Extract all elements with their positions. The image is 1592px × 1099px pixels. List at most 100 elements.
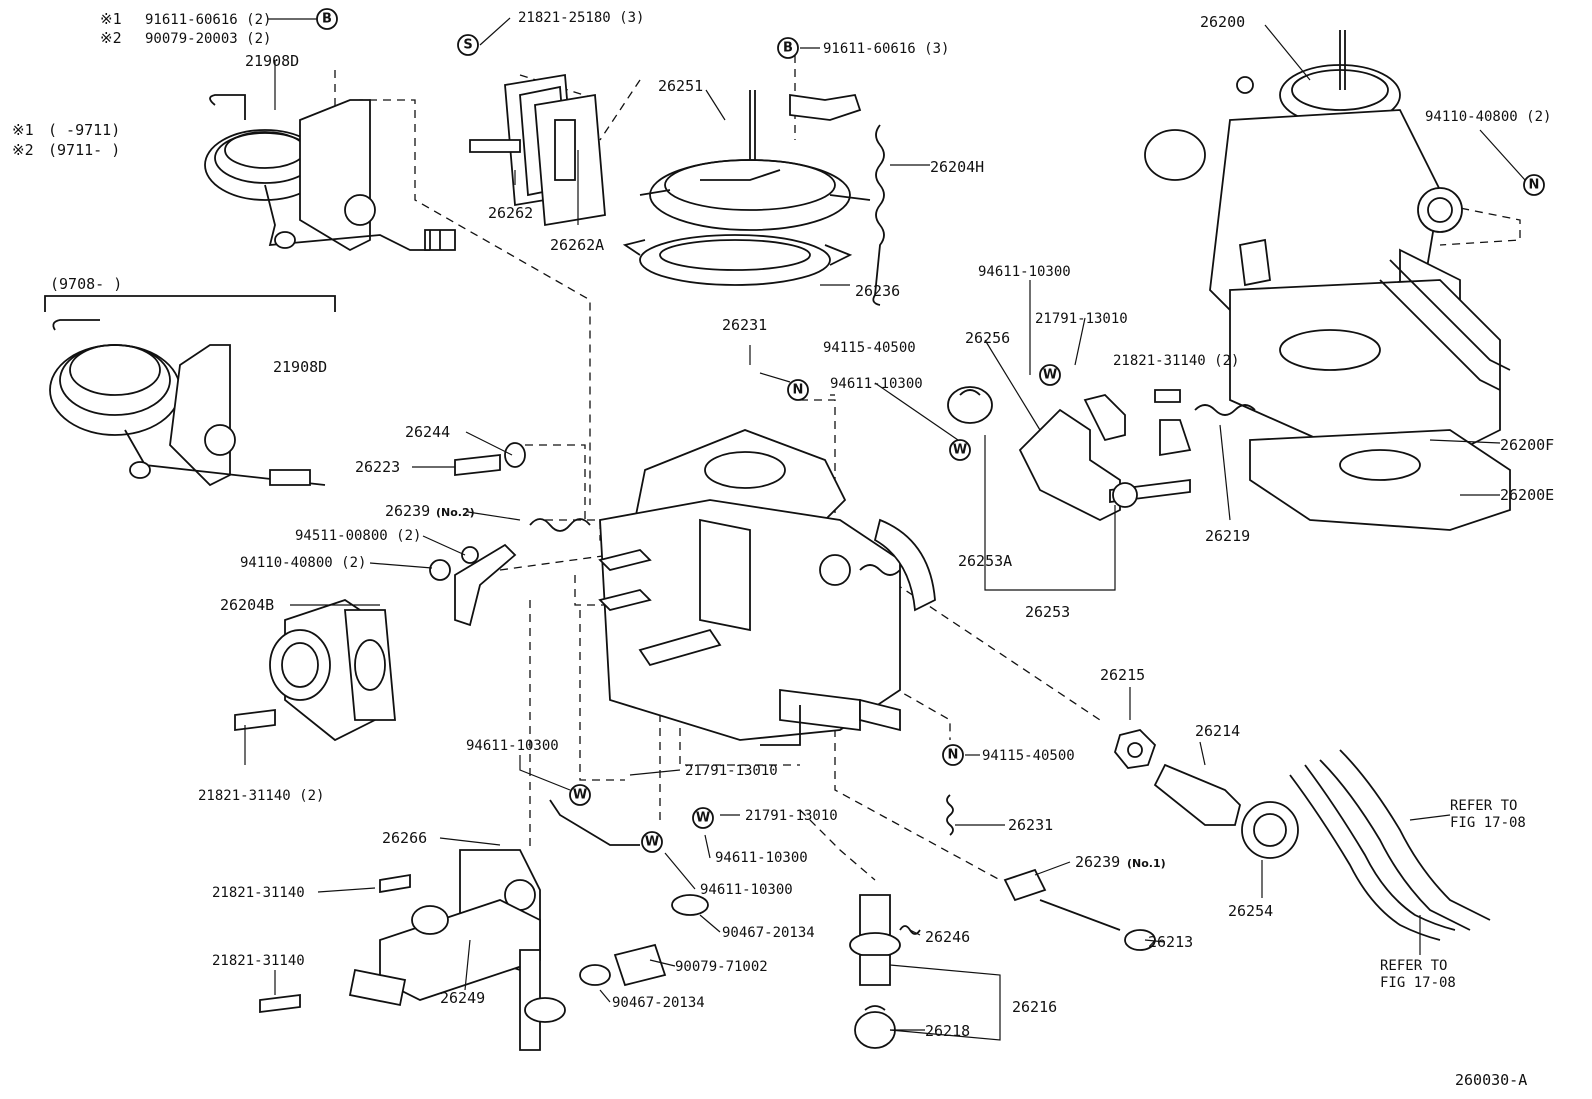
label-90079-20003: 90079-20003 (2)	[145, 31, 271, 47]
label-26254: 26254	[1228, 902, 1273, 920]
label-94611-10300-low2: 94611-10300	[700, 882, 793, 898]
symbol-n-circle	[1523, 174, 1545, 196]
label-refer2-a: REFER TO	[1380, 958, 1447, 974]
part-labels: ※1 91611-60616 (2) ※2 90079-20003 (2) 21…	[12, 10, 1554, 1089]
label-91611-60616-3: 91611-60616 (3)	[823, 41, 949, 57]
label-94511-00800: 94511-00800 (2)	[295, 528, 421, 544]
adjust-screw-parts	[946, 729, 1299, 951]
label-26200: 26200	[1200, 13, 1245, 31]
label-94115-40500-top: 94115-40500	[823, 340, 916, 356]
label-26223: 26223	[355, 458, 400, 476]
carburetor-assembly-26200	[1144, 30, 1511, 531]
label-26200F: 26200F	[1500, 436, 1554, 454]
label-26253: 26253	[1025, 603, 1070, 621]
note2-mark: ※2	[100, 29, 122, 47]
label-94115-40500-low: 94115-40500	[982, 748, 1075, 764]
label-94611-10300-mid: 94611-10300	[830, 376, 923, 392]
symbol-s: S	[463, 38, 472, 53]
diaphragm-assembly-top	[204, 94, 456, 252]
label-21791-13010-top: 21791-13010	[1035, 311, 1128, 327]
label-no2: (No.2)	[436, 506, 475, 519]
label-21908D-top: 21908D	[245, 52, 299, 70]
label-26262A: 26262A	[550, 236, 604, 254]
label-21821-31140-2-right: 21821-31140 (2)	[1113, 353, 1239, 369]
label-94611-10300-top: 94611-10300	[978, 264, 1071, 280]
label-90467-20134-a: 90467-20134	[722, 925, 815, 941]
label-26239-no1: 26239	[1075, 853, 1120, 871]
label-26256: 26256	[965, 329, 1010, 347]
valve-assembly-26216	[849, 894, 921, 1049]
note1-mark: ※1	[100, 10, 122, 28]
symbol-w-5: W	[645, 835, 659, 850]
symbol-w-circle-3	[569, 784, 591, 806]
label-91611-60616-2: 91611-60616 (2)	[145, 12, 271, 28]
symbol-w-2: W	[953, 443, 967, 458]
label-26216: 26216	[1012, 998, 1057, 1016]
symbol-w-circle-4	[692, 807, 714, 829]
label-21821-25180: 21821-25180 (3)	[518, 10, 644, 26]
label-94611-10300-low1: 94611-10300	[715, 850, 808, 866]
note1-mark-range: ※1	[12, 121, 34, 139]
label-26253A: 26253A	[958, 552, 1012, 570]
label-refer1-a: REFER TO	[1450, 798, 1517, 814]
heater-pipe-assembly	[259, 799, 709, 1051]
hoses	[1289, 749, 1491, 941]
symbol-w-4: W	[696, 811, 710, 826]
label-21791-13010-low: 21791-13010	[745, 808, 838, 824]
label-26251: 26251	[658, 77, 703, 95]
label-26249: 26249	[440, 989, 485, 1007]
symbol-b: B	[322, 12, 332, 27]
label-26218: 26218	[925, 1022, 970, 1040]
label-21821-31140-b: 21821-31140	[212, 953, 305, 969]
spring-26204H	[872, 124, 885, 306]
label-26266: 26266	[382, 829, 427, 847]
label-26231-top: 26231	[722, 316, 767, 334]
label-26215: 26215	[1100, 666, 1145, 684]
label-26231-low: 26231	[1008, 816, 1053, 834]
symbol-s-circle	[457, 34, 479, 56]
label-26214: 26214	[1195, 722, 1240, 740]
diagram-id: 260030-A	[1455, 1071, 1527, 1089]
symbol-n: N	[1529, 178, 1540, 193]
symbol-w-3: W	[573, 788, 587, 803]
label-refer2-b: FIG 17-08	[1380, 975, 1456, 991]
symbol-w: W	[1043, 368, 1057, 383]
symbol-n-circle-2	[787, 379, 809, 401]
symbol-b-2: B	[783, 41, 793, 56]
label-26204B: 26204B	[220, 596, 274, 614]
label-94611-10300-lowleft: 94611-10300	[466, 738, 559, 754]
label-26213: 26213	[1148, 933, 1193, 951]
choke-linkage-26253	[947, 386, 1256, 522]
label-21821-31140-2-left: 21821-31140 (2)	[198, 788, 324, 804]
note2-mark-range: ※2	[12, 141, 34, 159]
symbol-n-2: N	[793, 383, 804, 398]
label-21791-13010-mid: 21791-13010	[685, 763, 778, 779]
label-26200E: 26200E	[1500, 486, 1554, 504]
label-26204H: 26204H	[930, 158, 984, 176]
note1-range: ( -9711)	[48, 121, 120, 139]
label-26219: 26219	[1205, 527, 1250, 545]
label-26246: 26246	[925, 928, 970, 946]
label-26262: 26262	[488, 204, 533, 222]
label-26236: 26236	[855, 282, 900, 300]
label-94110-40800-right: 94110-40800 (2)	[1425, 109, 1551, 125]
leader-lines	[244, 17, 1526, 1041]
left-small-parts	[234, 442, 591, 742]
circled-symbols: B S B N W N W N W W W	[316, 8, 1545, 853]
symbol-w-circle-2	[949, 439, 971, 461]
label-26239-no2: 26239	[385, 502, 430, 520]
diaphragm-assembly-mid	[44, 295, 336, 487]
symbol-w-circle-5	[641, 831, 663, 853]
label-refer1-b: FIG 17-08	[1450, 815, 1526, 831]
vacuum-diaphragm-26251	[622, 90, 871, 286]
symbol-w-circle	[1039, 364, 1061, 386]
symbol-b-circle-2	[777, 37, 799, 59]
label-21908D-mid: 21908D	[273, 358, 327, 376]
label-90079-71002: 90079-71002	[675, 959, 768, 975]
symbol-b-circle	[316, 8, 338, 30]
label-90467-20134-b: 90467-20134	[612, 995, 705, 1011]
symbol-n-circle-3	[942, 744, 964, 766]
symbol-n-3: N	[948, 748, 959, 763]
